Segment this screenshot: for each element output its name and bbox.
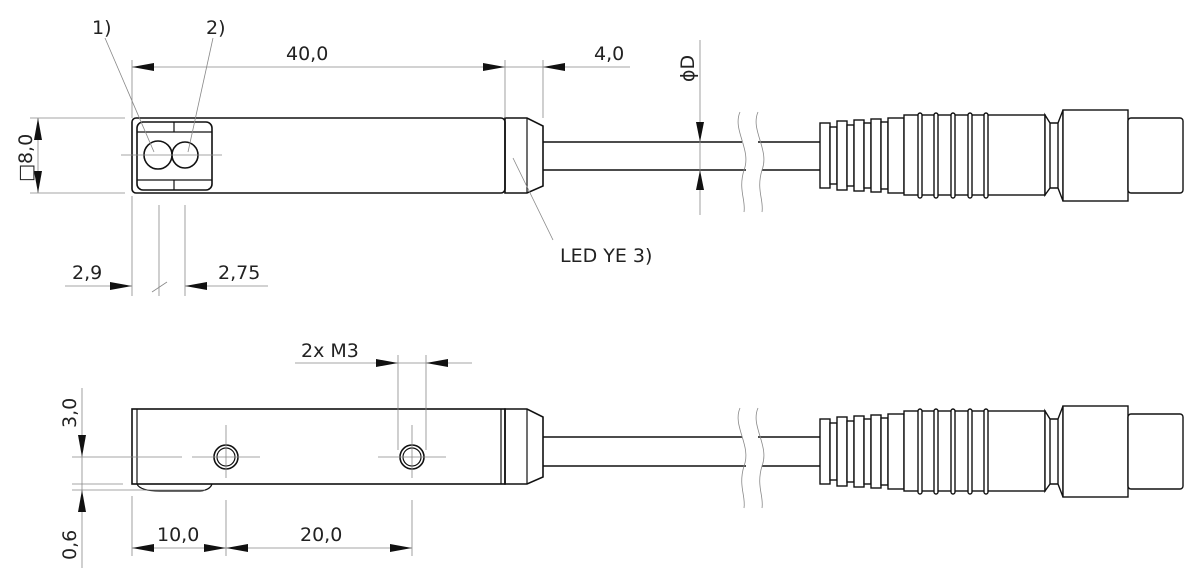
m8-connector-side (819, 405, 1184, 498)
dim-hole-spacing: 20,0 (300, 524, 342, 546)
dim-hole1: 10,0 (157, 524, 199, 546)
dim-length: 40,0 (286, 43, 328, 65)
side-view: 2x M3 3,0 0,6 10,0 20,0 (59, 340, 1184, 568)
top-view: 1) 2) LED YE 3) 40,0 4,0 ϕD □8,0 (15, 17, 1184, 296)
callout-1: 1) (92, 17, 112, 39)
led-collar (504, 117, 544, 194)
base-foot (136, 483, 213, 492)
arrow (132, 63, 154, 71)
sensor-body-side (131, 408, 506, 485)
sensor-body (131, 117, 506, 194)
dim-collar: 4,0 (594, 43, 624, 65)
dim-left-offset: 2,9 (72, 262, 102, 284)
dim-base: 0,6 (59, 530, 81, 560)
dim-right-offset: 2,75 (218, 262, 260, 284)
led-collar-side (504, 408, 544, 485)
dim-cable-diameter: ϕD (677, 55, 699, 82)
break-line (737, 111, 747, 213)
dim-height: 3,0 (59, 398, 81, 428)
dim-square: □8,0 (15, 134, 37, 182)
led-label: LED YE 3) (560, 245, 652, 267)
m8-connector (819, 109, 1184, 202)
thread-label: 2x M3 (301, 340, 359, 362)
callout-2: 2) (206, 17, 226, 39)
